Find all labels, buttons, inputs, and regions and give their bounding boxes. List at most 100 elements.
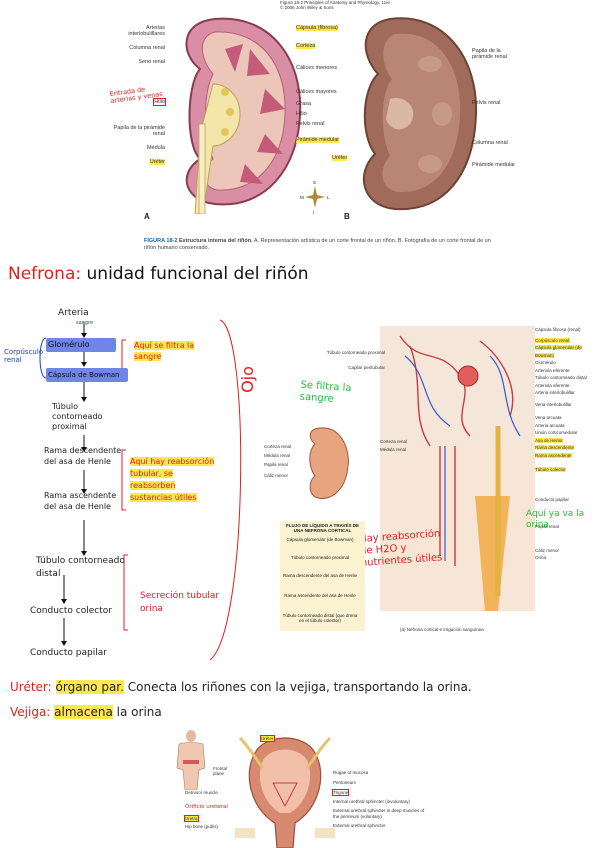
compass-s: S	[313, 180, 317, 185]
flow-conducto-colector: Conducto colector	[30, 606, 112, 616]
nephron-cortex-labels: Corteza renal Médula renal	[380, 439, 407, 452]
nephron-figure: Se filtra la sangre Aquí ya va la orina …	[260, 326, 595, 646]
label-medula: Médula	[146, 145, 165, 151]
body-outline-icon	[176, 730, 206, 790]
mini-papila: Papila renal	[264, 462, 288, 467]
nefrona-definition: unidad funcional del riñón	[86, 264, 309, 284]
rl-tcd: Túbulo contorneado distal	[535, 375, 587, 380]
bladder-figure: Frontal plane Uréter Detrusor muscle Ori…	[165, 728, 430, 848]
panel-b-label: B	[344, 212, 350, 221]
bladder-illustration	[235, 736, 335, 848]
nephron-illustration	[380, 326, 535, 611]
flow-arrows	[39, 319, 242, 661]
rl-arteria-arcuata: Arteria arcuata	[535, 422, 565, 428]
mini-caliz: Cáliz menor	[264, 473, 289, 478]
label-medula-renal: Médula renal	[380, 447, 407, 452]
label-seno: Seno renal	[138, 59, 165, 65]
nephron-caption: (a) Nefrona cortical e irrigación sanguí…	[400, 627, 484, 632]
label-external-sphincter: External urethral sphincter	[333, 823, 386, 828]
bladder-left-labels: Detrusor muscle Orificio ureteral Uretra…	[184, 790, 235, 829]
label-calices-menores: Cálices menores	[296, 65, 337, 71]
rl-orina: Orina	[535, 555, 547, 560]
orificio-note: Orificio ureteral	[185, 804, 228, 810]
label-piramide: Pirámide medular	[296, 137, 340, 143]
capsula-label: Cápsula de Bowman	[46, 368, 128, 382]
kidney-photo	[362, 17, 478, 211]
nephron-right-labels: Cápsula fibrosa (renal) Corpúsculo renal…	[535, 326, 595, 562]
label-pelvis: Pelvis renal	[296, 121, 325, 127]
ojo-side-note: Ojo	[237, 366, 257, 393]
rl-vena-arcuata: Vena arcuata	[535, 415, 562, 420]
label-peritoneum: Peritoneum	[333, 780, 357, 785]
rl-rama-asc: Rama ascendente	[535, 452, 572, 458]
label-internal-sphincter: Internal urethral sphincter (involuntary…	[333, 799, 411, 804]
flow-conducto-papilar: Conducto papilar	[30, 648, 107, 658]
uretra-note: Uretra	[184, 815, 199, 822]
kidney-figure: Figura 18-2 Principles of Anatomy and Ph…	[100, 0, 515, 262]
mini-medula: Médula renal	[264, 453, 291, 458]
vejiga-text: la orina	[116, 705, 162, 719]
ureter-term: Uréter:	[10, 680, 52, 694]
corpusculo-label: Corpúsculo renal	[4, 348, 44, 364]
rl-capsula-glom: Cápsula glomerular (de Bowman)	[535, 345, 582, 358]
note-filtra-sangre: Aquí se filtra la sangre	[134, 340, 204, 362]
vejiga-highlight: almacena	[54, 705, 113, 719]
rl-glomerulo: Glomérulo	[535, 360, 556, 365]
source-line-2: © 2006 John Wiley & Sons	[280, 5, 334, 10]
flow-tubulo-proximal: Túbulo contorneado proximal	[52, 402, 103, 431]
kidney-illustration	[185, 17, 302, 214]
flow-box-title: FLUJO DE LÍQUIDO A TRAVÉS DE UNA NEFRONA…	[285, 523, 360, 533]
rl-conducto-papilar: Conducto papilar	[535, 496, 570, 502]
label-papila: Papila de la pirámide renal	[113, 125, 165, 137]
label-pelvis-right: Pelvis renal	[472, 100, 501, 106]
label-columna-right: Columna renal	[472, 140, 508, 146]
note1-text: Aquí se filtra la sangre	[134, 341, 195, 361]
label-hilio: Hilio	[153, 98, 166, 106]
flow-arteria: Arteria	[58, 308, 89, 318]
caption-text: A. Representación artística de un corte …	[144, 238, 491, 251]
ureter-note-box: Uréter	[260, 735, 275, 742]
note3-text: Secreción tubular orina	[140, 591, 220, 614]
right-labels: Papila de la pirámide renal Pelvis renal…	[472, 48, 517, 168]
compass: S M L I	[300, 180, 330, 220]
mini-kidney-illustration	[309, 427, 349, 500]
flow-step-4: Rama ascendente del asa de Henle	[284, 593, 356, 598]
label-tcp: Túbulo contorneado proximal	[326, 350, 385, 355]
ureter-highlight: órgano par.	[55, 680, 124, 694]
figure-caption: FIGURA 18-2 Estructura interna del riñón…	[144, 238, 494, 252]
vejiga-definition: Vejiga: almacena la orina	[10, 705, 510, 719]
label-calices-mayores: Cálices mayores	[296, 89, 337, 95]
rl-rama-desc: Rama descendente	[535, 445, 575, 450]
rl-capsula-fibrosa: Cápsula fibrosa (renal)	[535, 327, 581, 332]
label-detrusor: Detrusor muscle	[185, 790, 218, 795]
flow-box: FLUJO DE LÍQUIDO A TRAVÉS DE UNA NEFRONA…	[280, 521, 365, 631]
mini-corteza: Corteza renal	[264, 444, 292, 449]
label-external-sphincter-deep: External urethral sphincter in deep musc…	[333, 808, 425, 819]
label-ureter: Uréter	[149, 159, 165, 165]
left-labels: Arterias interlobulillares Columna renal…	[110, 25, 166, 165]
label-rugae: Rugae of mucosa	[333, 770, 369, 775]
note-secrecion: Secreción tubular orina	[140, 590, 225, 616]
compass-l: L	[327, 195, 330, 200]
label-capilar: Capilar peritubular	[348, 365, 385, 370]
label-columna: Columna renal	[129, 45, 165, 51]
ureter-text: Conecta los riñones con la vejiga, trans…	[127, 680, 472, 694]
label-trigone: Trigone	[331, 789, 350, 796]
compass-m: M	[300, 195, 304, 200]
vejiga-term: Vejiga:	[10, 705, 51, 719]
nefrona-term: Nefrona:	[8, 264, 82, 284]
rl-asa-henle: Asa de Henle:	[535, 437, 564, 443]
red-note-reabsorcion: Hay reabsorción de H2O y nutrientes útil…	[358, 528, 443, 569]
label-hip-bone: Hip bone (pubis)	[185, 824, 219, 829]
nephron-left-labels: Túbulo contorneado proximal Capilar peri…	[290, 350, 385, 370]
flow-step-5: Túbulo contorneado distal (que drena en …	[282, 613, 358, 623]
label-hilio-center: Hilio	[296, 111, 307, 117]
label-corteza-renal: Corteza renal	[380, 439, 408, 444]
note2-text: Aquí hay reabsorción tubular, se reabsor…	[130, 457, 215, 502]
rl-papila: Papila renal	[535, 524, 559, 529]
figure-source: Figura 18-2 Principles of Anatomy and Ph…	[280, 0, 440, 10]
flow-capsula: Cápsula de Bowman	[46, 364, 130, 382]
ureter-definition: Uréter: órgano par. Conecta los riñones …	[10, 680, 595, 694]
flow-rama-ascendente: Rama ascendente del asa de Henle	[44, 491, 117, 511]
label-ureter-center: Uréter	[332, 155, 348, 161]
